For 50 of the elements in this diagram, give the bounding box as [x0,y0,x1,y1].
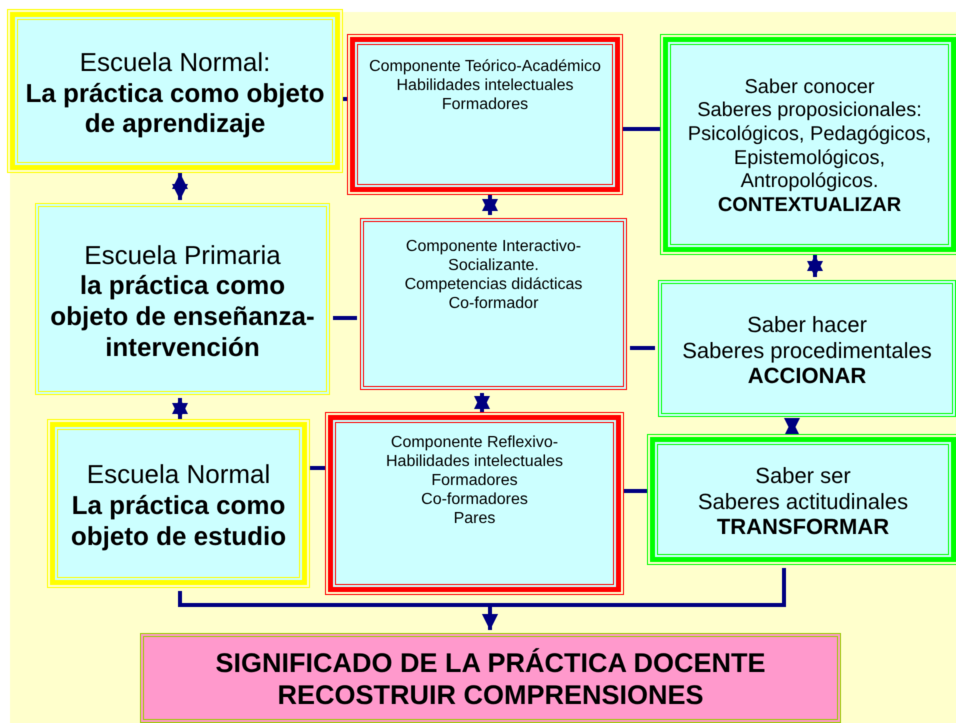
school-box [35,203,330,395]
connector-line [343,97,347,101]
component-text: Co-formador [448,294,540,314]
knowledge-action: ACCIONAR [746,363,868,390]
practice-description: La práctica como objeto de aprendizaje [24,78,326,139]
school-title: Escuela Primaria [83,240,282,270]
knowledge-title: Saber hacer [746,312,868,338]
knowledge-description: Saberes proposicionales: Psicológicos, Pedagógicos, Epistemológicos, Antropológicos. [686,99,932,194]
arrow [784,418,800,436]
arrow [474,393,490,412]
component-text: Co-formadores [420,490,529,510]
component-text: Habilidades intelectuales [396,76,574,96]
knowledge-action: TRANSFORMAR [716,514,890,540]
practice-description: la práctica como objeto de enseñanza-intervención [49,270,316,362]
arrow [807,255,823,277]
school-box [50,422,307,585]
connector-line [333,316,357,320]
component-text: Formadores [440,96,530,115]
knowledge-title: Saber ser [754,462,852,489]
result-box [140,633,841,723]
arrow [172,173,188,200]
component-box [350,37,620,192]
school-title: Escuela Normal: [78,46,272,78]
connector-line [623,127,660,131]
knowledge-title: Saber conocer [743,76,876,100]
component-box [328,415,621,592]
practice-description: La práctica como objeto de estudio [70,490,288,552]
component-text: Pares [452,510,496,528]
knowledge-description: Saberes procedimentales [681,338,933,364]
knowledge-box [658,280,956,417]
connector-line [630,346,655,350]
knowledge-box [650,437,956,562]
result-text: SIGNIFICADO DE LA PRÁCTICA DOCENTE [214,648,766,680]
component-box [360,218,627,390]
knowledge-box [663,37,956,252]
school-box [10,12,340,170]
school-title: Escuela Normal [86,459,272,490]
arrow [172,398,188,419]
component-text: Componente Reflexivo- [390,434,560,453]
arrow [482,195,498,215]
knowledge-description: Saberes actitudinales [696,488,910,514]
component-text: Habilidades intelectuales [385,452,564,472]
component-text: Componente Teórico-Académico [368,58,602,77]
knowledge-action: CONTEXTUALIZAR [716,194,902,218]
component-text: Competencias didácticas [404,276,584,295]
component-text: Componente Interactivo-Socializante. [404,238,582,276]
connector-line [624,489,647,493]
connector-line [310,466,325,470]
result-text: RECOSTRUIR COMPRENSIONES [276,680,705,712]
component-text: Formadores [430,472,519,491]
